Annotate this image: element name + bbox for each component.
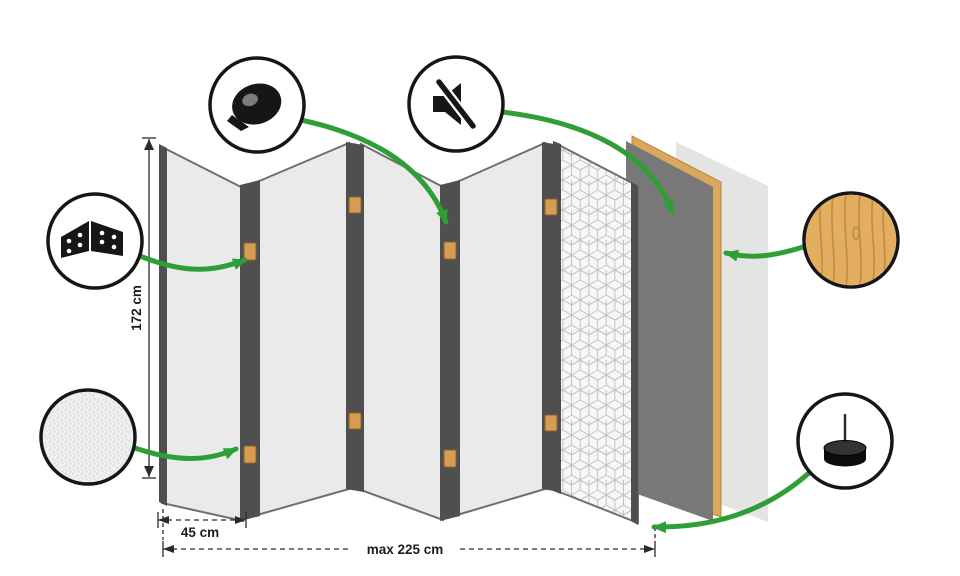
callout-felt-pad [796, 392, 894, 490]
arrow-tape-to-fold [298, 117, 449, 225]
callout-hinge [46, 192, 144, 290]
height-dim-arrow-up [144, 139, 154, 150]
tape-roll-icon [227, 83, 282, 131]
arrow-mute-to-felt-panel [499, 109, 675, 215]
callout-arrows [129, 109, 813, 534]
total-width-arrow-left [163, 545, 174, 553]
hinge-f4-top [544, 198, 558, 216]
muted-speaker-icon [433, 78, 477, 130]
dimension-labels: 172 cm 45 cm max 225 cm [129, 285, 443, 557]
fleece-texture-speckle [43, 392, 133, 482]
callout-tape [208, 56, 306, 154]
divider-panels [159, 135, 768, 525]
felt-pad-icon [823, 414, 867, 467]
arrow-felt-pad-to-base [651, 469, 813, 534]
hinge-f4-bottom [544, 414, 558, 432]
hinge-f1-top [243, 242, 257, 261]
dimension-lines [142, 137, 656, 558]
panel-2 [256, 141, 350, 517]
panel-width-dim-label: 45 cm [181, 525, 219, 540]
hinge-f1-bottom [243, 445, 257, 464]
arrow-wood-to-frame [723, 244, 806, 262]
hinge-f3-bottom [443, 449, 457, 468]
arrow-fleece-to-panel [129, 444, 239, 461]
tape-roll-hole [242, 93, 258, 107]
height-dim-label: 172 cm [129, 285, 144, 331]
mute-slash [436, 79, 476, 129]
panel-hinges [243, 196, 558, 468]
arrow-hinge-to-fold [137, 253, 248, 272]
panel-1 [161, 145, 244, 523]
felt-pad-top [823, 440, 867, 456]
pattern-panel [556, 142, 639, 525]
total-width-arrow-right [644, 545, 655, 553]
panel-4 [456, 141, 546, 517]
fold-edge-3 [440, 180, 460, 521]
height-dim-arrow-down [144, 466, 154, 477]
fold-edge-1 [240, 180, 260, 521]
callout-fleece [39, 388, 137, 486]
fold-edge-4 [542, 142, 560, 492]
panel-width-arrow-right [235, 516, 246, 524]
hinge-f3-top [443, 241, 457, 260]
tape-roll-strip [227, 115, 249, 131]
hinge-icon [61, 221, 123, 258]
fold-edge-0 [159, 144, 167, 506]
tape-roll-body [232, 83, 282, 125]
hinge-f2-bottom [348, 412, 362, 430]
hinge-left-plate [61, 221, 89, 258]
felt-panel [626, 141, 713, 521]
callout-mute [407, 55, 505, 153]
fold-edge-2 [346, 142, 364, 492]
pattern-panel-right-edge [631, 182, 638, 525]
hinge-screw-holes [66, 230, 117, 254]
callout-wood [802, 191, 900, 289]
panel-3 [360, 142, 444, 522]
total-width-dim-label: max 225 cm [367, 542, 444, 557]
total-width-label-bg [352, 539, 458, 558]
hinge-f2-top [348, 196, 362, 214]
